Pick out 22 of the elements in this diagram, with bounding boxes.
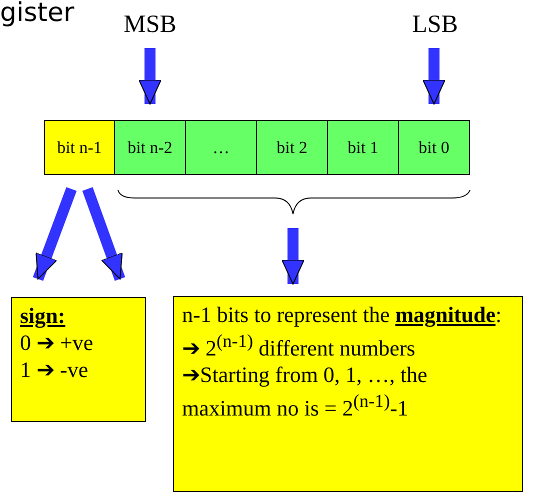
box-text: 1 ➔ -ve xyxy=(20,356,88,383)
block-arrow xyxy=(422,48,446,104)
block-arrow xyxy=(82,187,126,281)
box-heading: sign: xyxy=(20,302,66,329)
bit-label: LSB xyxy=(400,10,470,42)
heading-fragment: gister xyxy=(0,0,74,28)
box-heading: n-1 bits to represent the magnitude: xyxy=(182,301,502,328)
box-text: ➔ 2$^{(n-1)}$ different numbers xyxy=(182,330,416,362)
bit-cell: bit n-2 xyxy=(114,120,186,175)
box-text: 0 ➔ +ve xyxy=(20,329,94,356)
info-box xyxy=(11,297,146,422)
bit-cell: … xyxy=(185,120,257,175)
block-arrow xyxy=(32,187,77,281)
block-arrow xyxy=(282,228,304,284)
bit-cell: bit 0 xyxy=(398,120,470,175)
bit-cell: bit 1 xyxy=(327,120,399,175)
bit-cell: bit 2 xyxy=(256,120,328,175)
bit-label: MSB xyxy=(115,10,185,42)
box-text: ➔Starting from 0, 1, …, the maximum no is = 2$^{(n-1)}$-1 xyxy=(182,361,428,422)
block-arrow xyxy=(138,48,162,104)
bit-cell: bit n-1 xyxy=(44,120,115,175)
info-box xyxy=(173,296,523,492)
